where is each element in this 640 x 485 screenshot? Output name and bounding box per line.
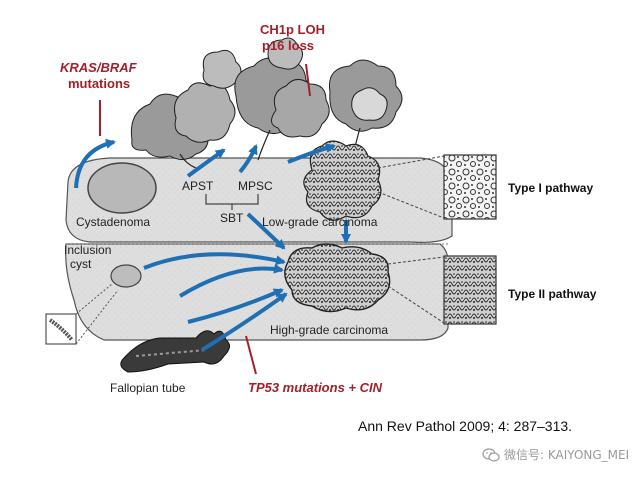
type1-connector-bottom [377, 191, 445, 219]
type2-micrograph [443, 255, 497, 325]
progression-arrows [74, 138, 351, 352]
arrow-tube-to-high [200, 292, 288, 352]
arrow-cystadenoma-to-papilla [74, 138, 116, 189]
inclusion-label: Inclusion [64, 243, 111, 257]
arrow-sbt-to-high [246, 212, 286, 250]
wechat-icon [482, 447, 500, 462]
tp53-pointer [245, 335, 257, 375]
cystadenoma-shape [87, 162, 157, 214]
watermark: 微信号: KAIYONG_MEI [482, 446, 629, 463]
type2-connector-top [387, 256, 445, 265]
cyst-label: cyst [70, 257, 92, 271]
papillary-growths [130, 37, 403, 160]
sbt-bracket [205, 194, 259, 210]
mpsc-label: MPSC [238, 179, 273, 193]
type1-pathway-label: Type I pathway [508, 181, 593, 195]
fallopian-label: Fallopian tube [110, 381, 186, 395]
kras-braf-label: KRAS/BRAF [60, 60, 138, 75]
arrow-apst-curve [186, 148, 226, 178]
kras-mutations-label: mutations [68, 76, 130, 91]
type2-pathway-label: Type II pathway [508, 287, 597, 301]
fallopian-tube-shape [120, 330, 230, 373]
watermark-text: 微信号: KAIYONG_MEI [504, 448, 630, 462]
cystadenoma-label: Cystadenoma [76, 215, 150, 229]
arrow-cyst-to-high [143, 252, 286, 270]
high-grade-carcinoma-mass [284, 243, 391, 313]
p16-loss-label: p16 loss [262, 38, 314, 53]
sbt-label: SBT [220, 211, 244, 225]
inclusion-cyst-shape [110, 264, 142, 288]
low-grade-carcinoma-mass [303, 140, 382, 221]
ch1p-pointer [305, 63, 311, 97]
tube-inset-connector-bottom [75, 289, 119, 345]
arrow-mpsc-curve [238, 144, 258, 174]
high-grade-label: High-grade carcinoma [270, 323, 388, 337]
arrow-curve-to-high [178, 263, 284, 298]
ch1p-loh-label: CH1p LOH [260, 22, 325, 37]
tube-inset-box [45, 313, 77, 345]
type1-micrograph [443, 154, 497, 220]
tp53-label: TP53 mutations + CIN [248, 380, 383, 395]
low-grade-label: Low-grade carcinoma [262, 215, 378, 229]
citation-text: Ann Rev Pathol 2009; 4: 287–313. [358, 418, 573, 434]
apst-label: APST [182, 179, 214, 193]
arrow-band-to-high [187, 288, 284, 324]
type2-connector-bottom [387, 285, 445, 324]
arrow-to-low-grade [287, 143, 336, 164]
type1-connector-top [377, 155, 445, 169]
